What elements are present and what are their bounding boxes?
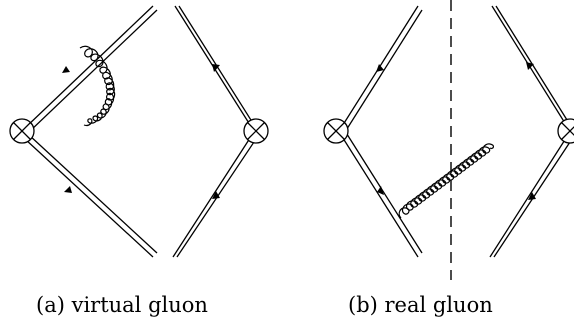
quark-arrow-upper-left-b — [376, 64, 384, 72]
vertex-otimes-right-b — [557, 118, 574, 144]
diagram-virtual-gluon: (a) virtual gluon — [9, 5, 269, 317]
vertex-otimes-left — [9, 118, 35, 144]
quark-arrow-upper-right-a — [212, 64, 220, 72]
quark-line-upper-right-b — [491, 5, 573, 129]
quark-arrow-upper-right-b — [526, 62, 534, 70]
quark-arrow-lower-right-b — [528, 192, 536, 200]
quark-arrow-lower — [64, 186, 72, 193]
quark-line-lower-left — [24, 134, 158, 258]
quark-line-upper-left — [24, 5, 158, 133]
quark-arrow-lower-left-b — [377, 186, 384, 195]
caption-virtual-gluon: (a) virtual gluon — [36, 293, 208, 317]
diagram-real-gluon: (b) real gluon — [323, 0, 574, 317]
vertex-otimes-right-a — [243, 118, 269, 144]
caption-real-gluon: (b) real gluon — [348, 293, 493, 317]
virtual-gluon-loop — [79, 45, 116, 127]
quark-line-lower-left-b — [340, 130, 423, 258]
vertex-otimes-left-b — [323, 118, 349, 144]
quark-arrow-lower-right-a — [212, 191, 220, 199]
real-gluon-line — [398, 143, 495, 219]
quark-arrow-upper — [62, 66, 70, 73]
